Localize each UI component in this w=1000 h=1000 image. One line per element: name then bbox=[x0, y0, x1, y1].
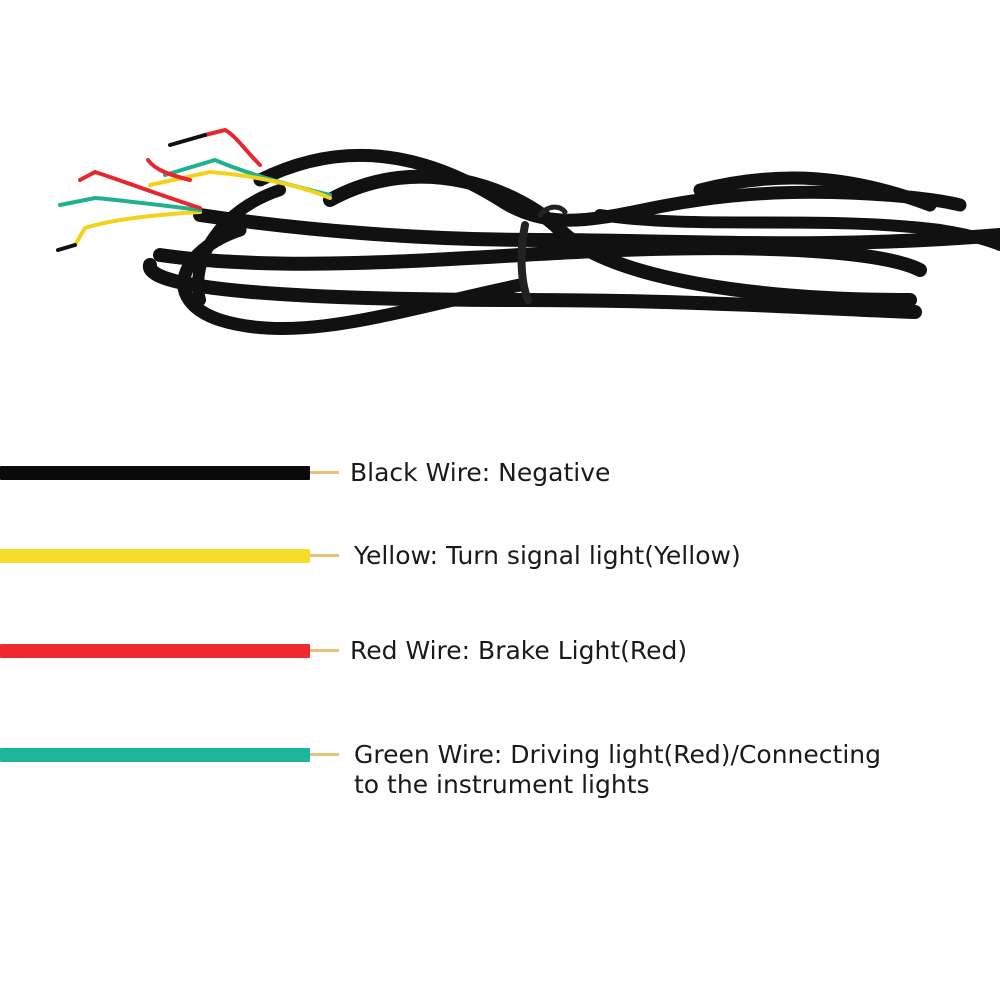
cable-loop bbox=[143, 258, 922, 319]
wire-end-yellow bbox=[73, 210, 202, 247]
cable-loop bbox=[177, 223, 527, 336]
cable-loop bbox=[594, 209, 1000, 251]
yellow-wire-swatch bbox=[0, 549, 310, 563]
copper-tip bbox=[310, 554, 339, 557]
cable-loop bbox=[153, 241, 927, 277]
wire-end-red bbox=[203, 127, 262, 167]
green-wire-label: Green Wire: Driving light(Red)/Connectin… bbox=[354, 740, 881, 800]
cable-tie bbox=[517, 221, 532, 304]
wire-end-black bbox=[168, 133, 207, 147]
copper-tip bbox=[310, 471, 339, 474]
black-wire-label: Black Wire: Negative bbox=[350, 458, 611, 487]
red-wire-label: Red Wire: Brake Light(Red) bbox=[350, 636, 688, 665]
wire-end-green bbox=[58, 195, 202, 212]
cable-tie bbox=[537, 204, 568, 218]
red-wire-swatch bbox=[0, 644, 310, 658]
cable-loop bbox=[193, 208, 1000, 251]
wire-end-yellow bbox=[148, 169, 332, 200]
yellow-wire-label: Yellow: Turn signal light(Yellow) bbox=[354, 541, 741, 570]
wire-end-red bbox=[146, 158, 192, 182]
cable-coils bbox=[56, 127, 1000, 336]
cable-loop bbox=[693, 171, 937, 212]
black-wire-swatch bbox=[0, 466, 310, 480]
cable-photo bbox=[56, 127, 1000, 336]
cable-loop bbox=[192, 184, 286, 306]
wire-end-red bbox=[78, 169, 202, 210]
green-wire-label-line2: to the instrument lights bbox=[354, 770, 650, 799]
copper-tip bbox=[310, 649, 339, 652]
wire-end-black bbox=[56, 243, 77, 252]
copper-tip bbox=[310, 753, 339, 756]
green-wire-swatch bbox=[0, 748, 310, 762]
cable-loop bbox=[253, 148, 967, 227]
green-wire-label-line1: Green Wire: Driving light(Red)/Connectin… bbox=[354, 740, 881, 769]
